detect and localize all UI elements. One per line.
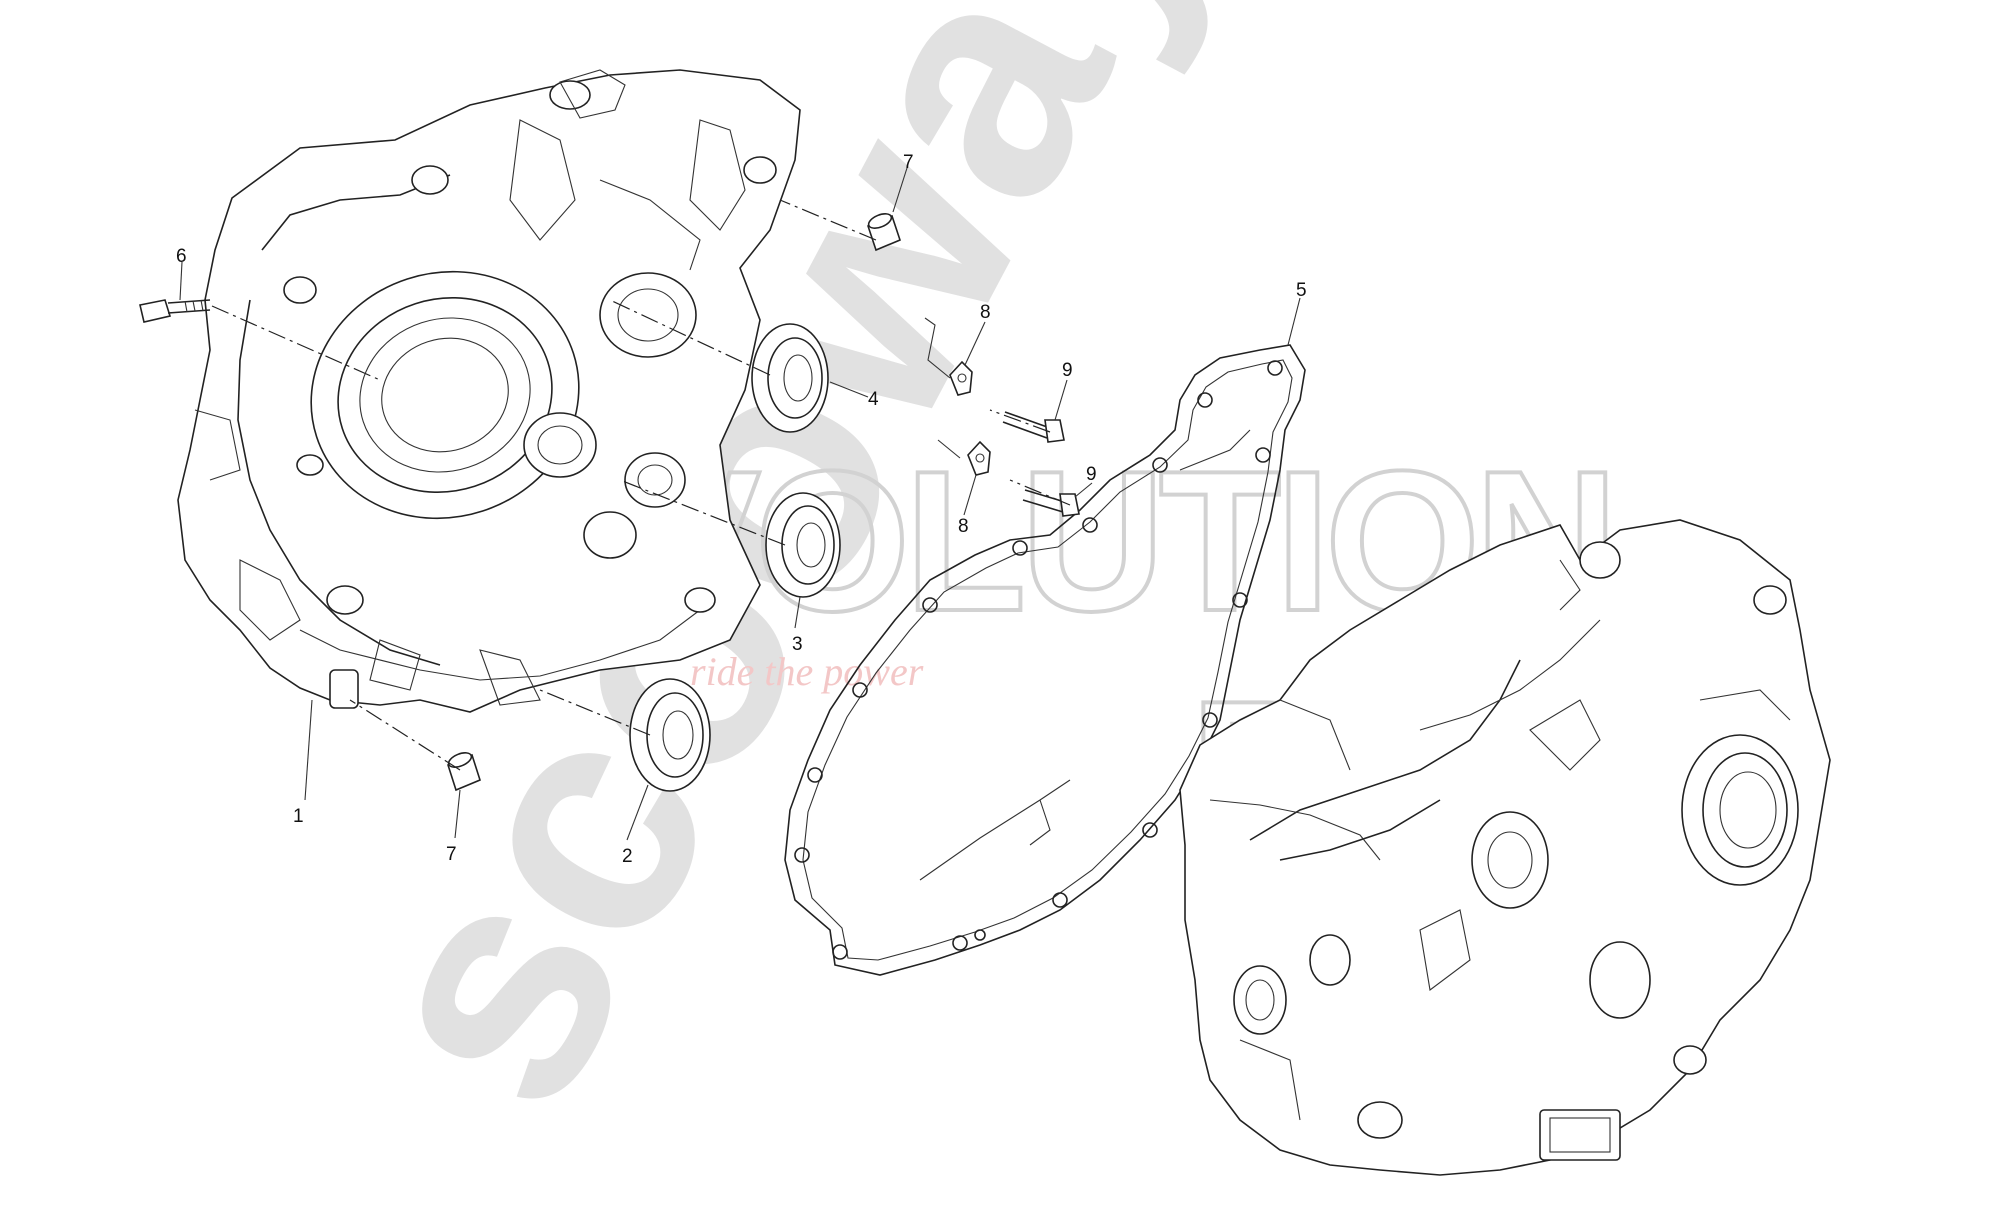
assembly-guide-lines xyxy=(211,199,1071,771)
callout-8-top: 8 xyxy=(980,302,991,323)
callout-4: 4 xyxy=(868,389,879,410)
callout-leaders xyxy=(179,167,1301,841)
dowel-pin-part-7-bottom xyxy=(447,752,481,792)
callout-9-top: 9 xyxy=(1062,360,1073,381)
washer-part-8-top xyxy=(949,360,973,396)
washer-part-8-bottom xyxy=(967,440,991,476)
bearing-part-4 xyxy=(751,323,829,433)
gasket-part xyxy=(784,344,1306,976)
watermark-tagline: ride the power xyxy=(690,649,924,694)
callout-3: 3 xyxy=(792,634,803,655)
callout-9-bottom: 9 xyxy=(1086,464,1097,485)
bearing-part-3 xyxy=(765,492,841,598)
callout-2: 2 xyxy=(622,846,633,867)
right-crankcase-part xyxy=(1179,519,1831,1176)
callout-7-top: 7 xyxy=(903,152,914,173)
bearing-part-2 xyxy=(629,678,711,792)
bolt-part-6 xyxy=(139,299,211,323)
dowel-pin-part-7-top xyxy=(867,213,901,252)
left-crankcase-part xyxy=(177,69,801,713)
callout-5: 5 xyxy=(1296,280,1307,301)
callout-labels: 6 1 7 2 3 4 5 7 8 8 9 9 xyxy=(176,152,1307,867)
callout-6: 6 xyxy=(176,246,187,267)
callout-7-bottom: 7 xyxy=(446,844,457,865)
callout-8-bottom: 8 xyxy=(958,516,969,537)
callout-1: 1 xyxy=(293,806,304,827)
bolt-part-9-top xyxy=(1002,411,1065,443)
